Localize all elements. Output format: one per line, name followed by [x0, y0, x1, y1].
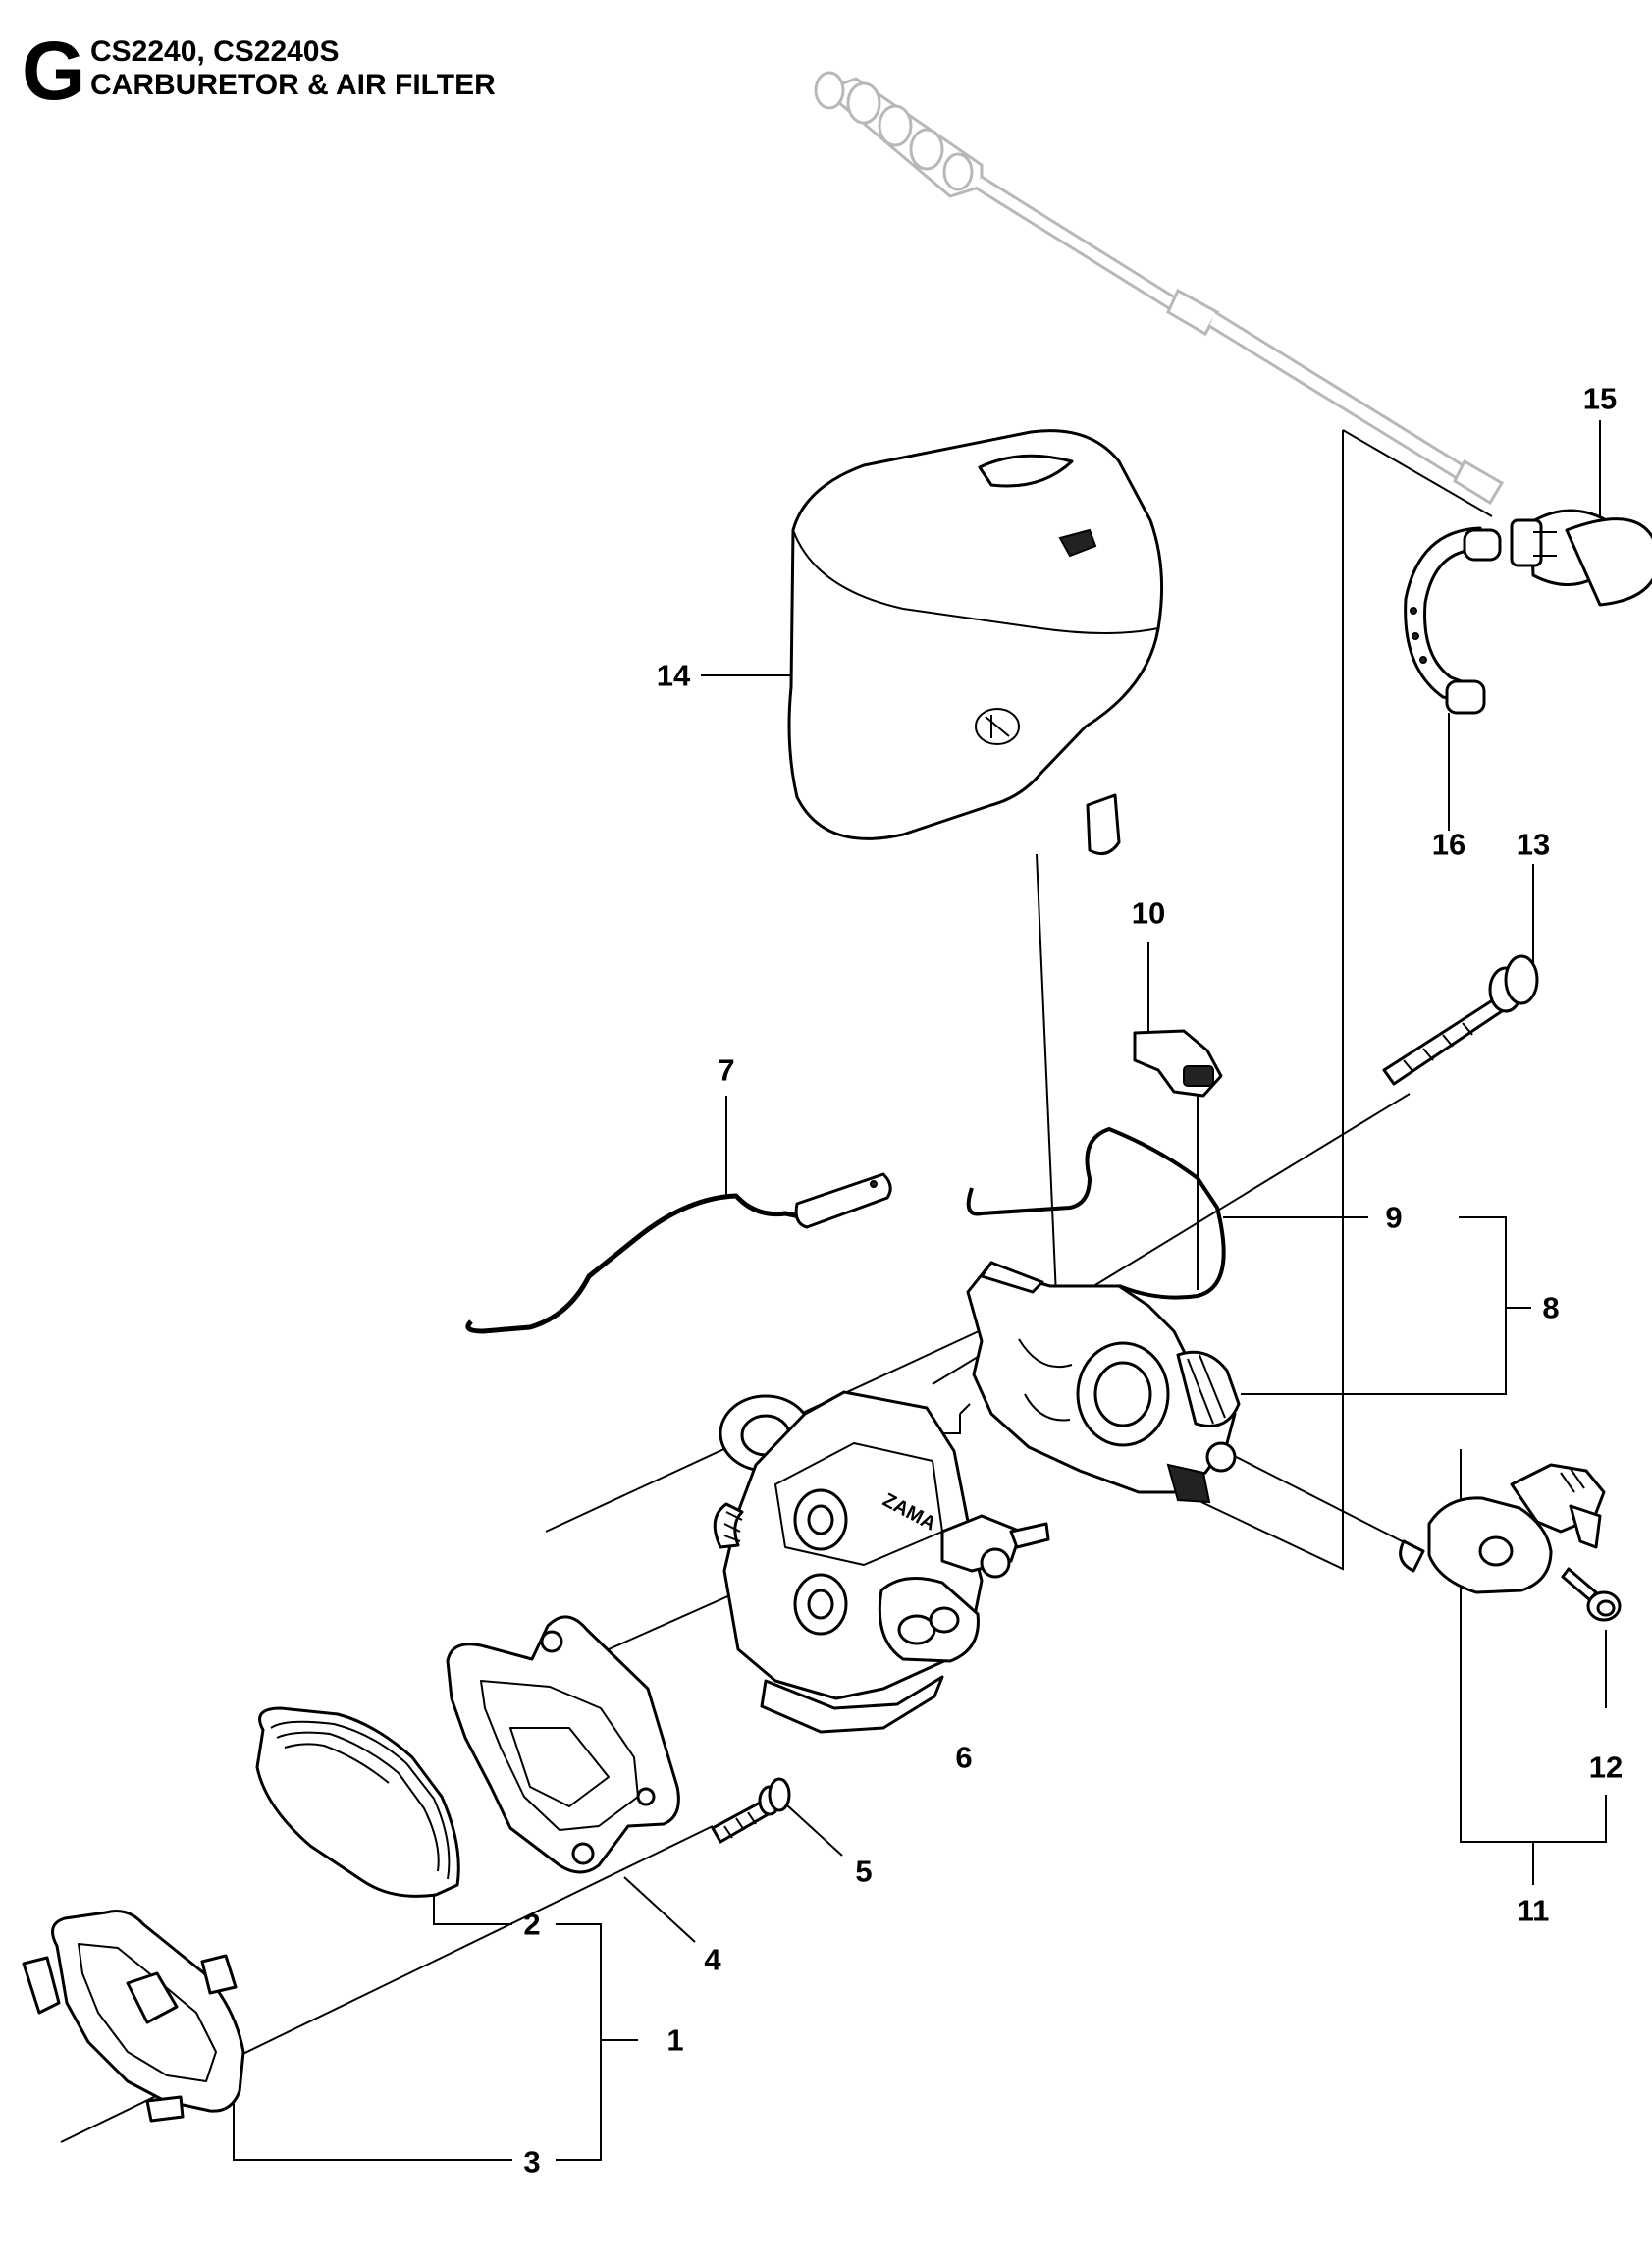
- section-letter: G: [22, 25, 86, 117]
- callout-13: 13: [1516, 827, 1551, 862]
- callout-8: 8: [1542, 1290, 1560, 1325]
- callout-10: 10: [1131, 895, 1166, 931]
- callout-14: 14: [656, 658, 691, 693]
- callout-7: 7: [718, 1052, 735, 1088]
- intake-gasket: [446, 1615, 680, 1874]
- callout-4: 4: [704, 1942, 721, 1977]
- callout-15: 15: [1582, 381, 1618, 416]
- filter-holder: [22, 1910, 245, 2123]
- section-title: CARBURETOR & AIR FILTER: [90, 69, 496, 101]
- callout-9: 9: [1385, 1200, 1403, 1235]
- wire-spring: [966, 1127, 1226, 1300]
- intake-adapter: [966, 1261, 1241, 1504]
- callout-16: 16: [1431, 827, 1466, 862]
- air-filter-cover: [787, 429, 1164, 856]
- callout-11: 11: [1517, 1893, 1550, 1928]
- short-screw: [711, 1777, 791, 1844]
- model-numbers: CS2240, CS2240S: [90, 35, 340, 68]
- small-screw: [1561, 1567, 1622, 1622]
- diagram-title: CS2240, CS2240S CARBURETOR & AIR FILTER: [90, 35, 496, 102]
- callout-1: 1: [666, 2022, 684, 2058]
- fuel-hose: [1404, 526, 1502, 715]
- callout-6: 6: [955, 1740, 973, 1775]
- primer-bulb: [1510, 509, 1652, 607]
- callout-2: 2: [523, 1907, 541, 1942]
- air-filter-element: [255, 1706, 460, 1898]
- callout-5: 5: [855, 1854, 873, 1889]
- throttle-cable-ghost: [814, 71, 1505, 506]
- carburetor: ZAMA: [713, 1390, 1050, 1734]
- throttle-rod: [465, 1172, 892, 1334]
- long-screw: [1382, 954, 1539, 1086]
- retaining-clip: [1133, 1029, 1223, 1098]
- choke-valve-assembly: [1399, 1463, 1606, 1594]
- callout-12: 12: [1588, 1750, 1624, 1785]
- callout-3: 3: [523, 2144, 541, 2180]
